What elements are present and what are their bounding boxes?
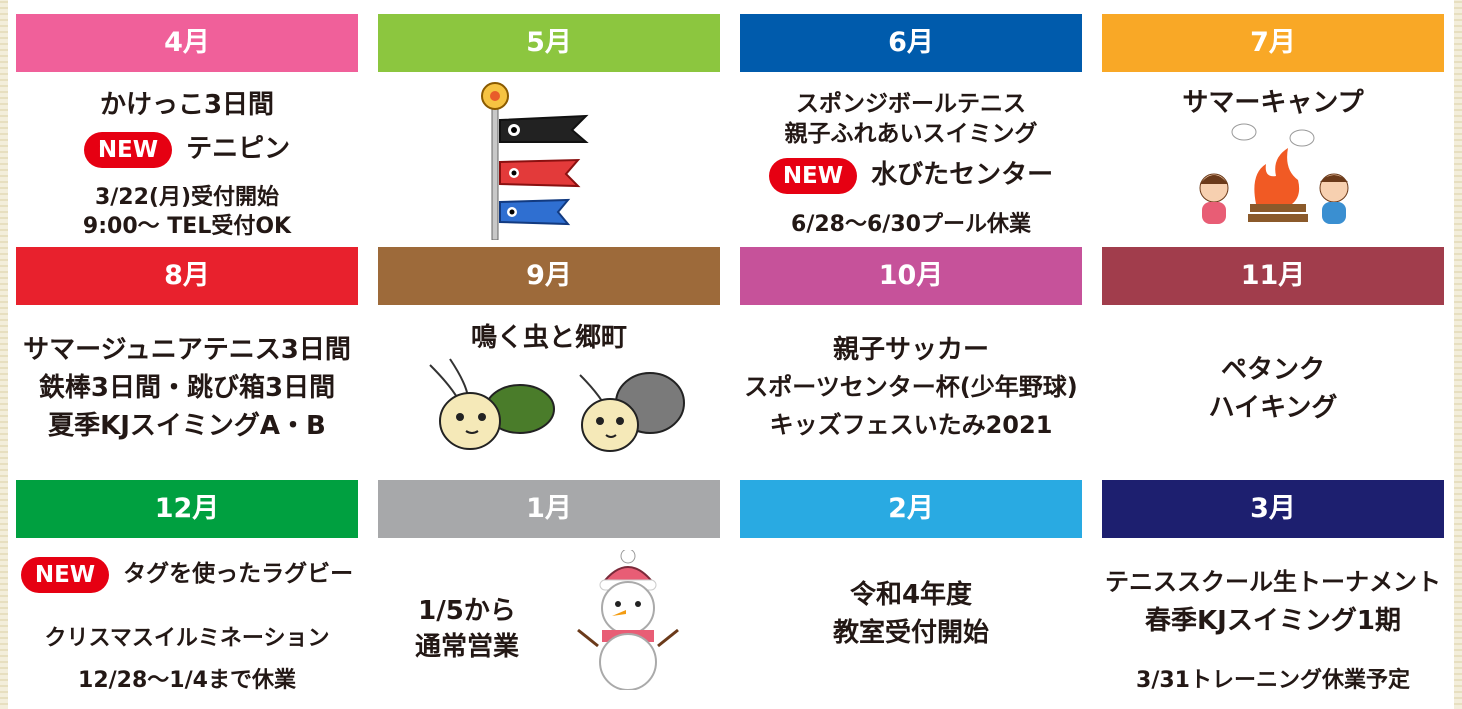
month-header: 9月 [378,247,720,305]
event-text: かけっこ3日間 [99,90,275,120]
event-text: 鉄棒3日間・跳び箱3日間 [38,373,336,403]
new-event-row: NEW テニピン [16,128,358,168]
event-text: 親子サッカー [832,335,989,365]
event-text: サマージュニアテニス3日間 [23,335,351,365]
event-text: 3/22(月)受付開始 [94,185,280,210]
insects-illustration [429,358,685,452]
event-text: 鳴く虫と郷町 [470,323,627,353]
event-text: 教室受付開始 [832,618,989,648]
event-text: スポンジボールテニス [796,91,1026,117]
new-badge: NEW [768,157,858,194]
event-text: 令和4年度 [849,580,973,610]
new-event-row: NEW タグを使ったラグビー [16,554,358,593]
event-text: スポーツセンター杯(少年野球) [744,373,1078,401]
month-header: 2月 [740,480,1082,538]
snowman-illustration [577,550,679,690]
event-text: 1/5から [418,596,516,626]
left-decorative-border [0,0,8,709]
event-text: 夏季KJスイミングA・B [48,411,326,441]
event-text: 春季KJスイミング1期 [1145,606,1401,636]
event-text: 3/31トレーニング休業予定 [1136,668,1410,693]
new-event-row: NEW 水びたセンター [740,154,1082,194]
campfire-illustration [1199,123,1349,224]
new-badge: NEW [83,131,173,168]
event-text: 12/28〜1/4まで休業 [78,668,296,693]
new-badge: NEW [20,556,110,593]
right-decorative-border [1454,0,1462,709]
koinobori-illustration [481,82,589,240]
event-text: ペタンク [1220,355,1325,385]
month-header: 10月 [740,247,1082,305]
event-text: タグを使ったラグビー [123,561,354,587]
event-text: 水びたセンター [871,160,1054,190]
month-header: 7月 [1102,14,1444,72]
month-header: 4月 [16,14,358,72]
event-text: 親子ふれあいスイミング [784,121,1038,147]
month-header: 11月 [1102,247,1444,305]
event-text: キッズフェスいたみ2021 [769,411,1053,439]
event-text: 通常営業 [414,632,519,662]
event-text: テニピン [186,134,291,164]
month-header: 6月 [740,14,1082,72]
event-text: ハイキング [1208,393,1338,423]
month-header: 5月 [378,14,720,72]
event-text: 9:00〜 TEL受付OK [82,214,292,239]
event-text: クリスマスイルミネーション [44,626,330,651]
event-text: サマーキャンプ [1182,88,1364,118]
month-header: 12月 [16,480,358,538]
event-text: 6/28〜6/30プール休業 [791,212,1031,237]
month-header: 8月 [16,247,358,305]
event-text: テニススクール生トーナメント [1105,568,1441,596]
month-header: 3月 [1102,480,1444,538]
month-header: 1月 [378,480,720,538]
